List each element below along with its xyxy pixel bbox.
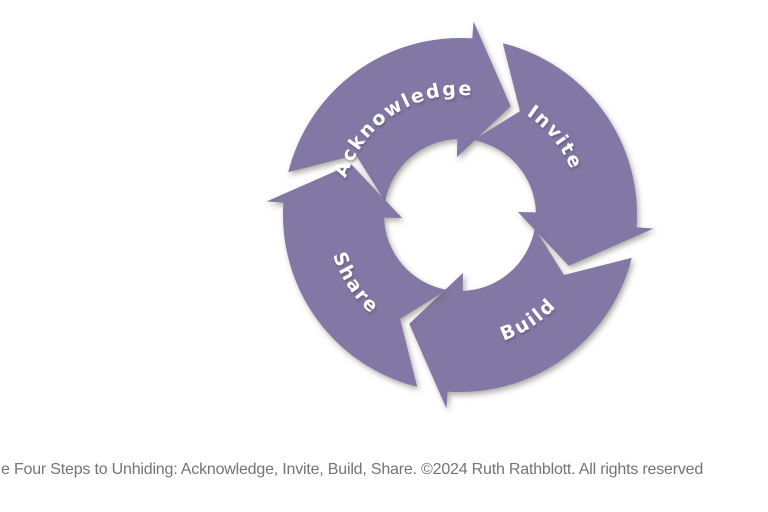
cycle-segment-acknowledge (288, 21, 511, 202)
caption-text: e Four Steps to Unhiding: Acknowledge, I… (1, 461, 704, 478)
cycle-segment-build (409, 228, 632, 409)
cycle-segment-share (266, 164, 447, 387)
cycle-segment-invite (473, 43, 654, 266)
